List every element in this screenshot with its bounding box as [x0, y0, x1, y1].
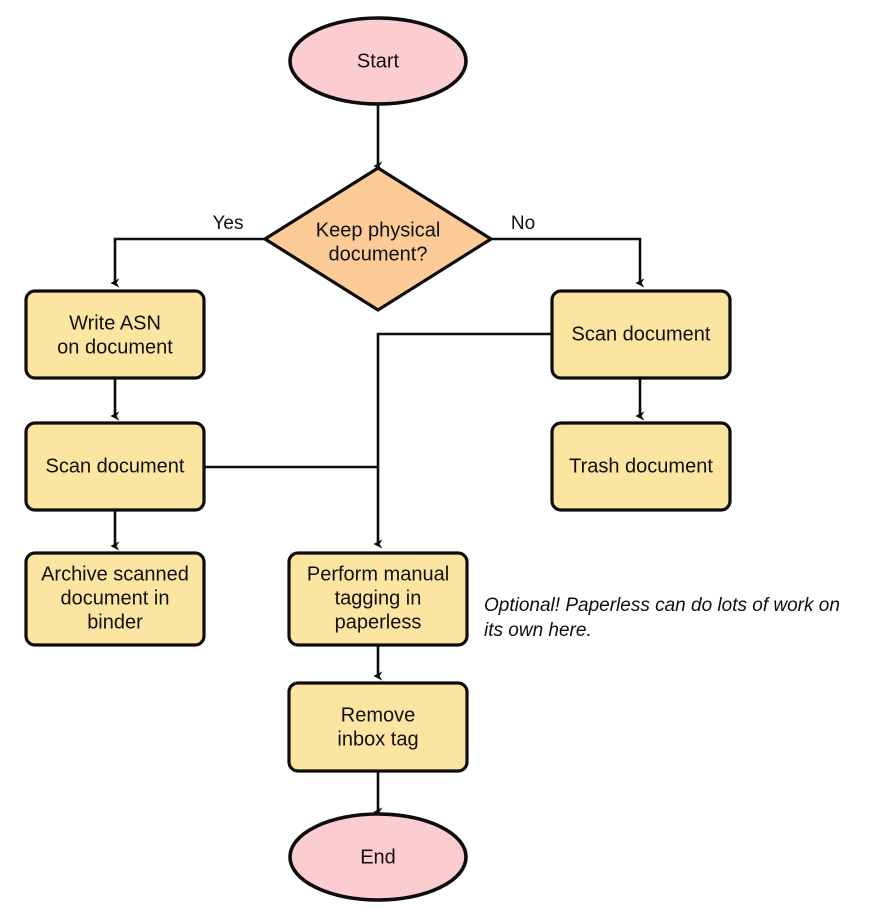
node-manual-tagging-shape — [287, 551, 469, 647]
node-start-shape — [288, 16, 468, 106]
node-manual-tagging[interactable]: Perform manual tagging in paperless — [287, 551, 469, 647]
note-optional-line1: Optional! Paperless can do lots of work … — [484, 595, 840, 616]
node-decision-keep-physical-document[interactable]: Keep physical document? — [263, 166, 493, 312]
node-write-asn-label-line2: on document — [57, 336, 173, 358]
node-scan-document-right-label: Scan document — [572, 323, 711, 345]
node-decision-label-line1: Keep physical — [316, 219, 441, 241]
node-write-asn-shape — [24, 289, 206, 380]
node-end-label: End — [360, 846, 396, 868]
node-scan-document-left-label: Scan document — [46, 455, 185, 477]
node-write-asn[interactable]: Write ASN on document — [24, 289, 206, 380]
edge-label-yes: Yes — [213, 213, 244, 234]
node-manual-tagging-label-line2: tagging in — [335, 587, 422, 609]
node-end-shape — [288, 812, 468, 902]
node-scan-document-right-shape — [550, 289, 732, 380]
node-start[interactable]: Start — [288, 16, 468, 106]
node-decision-shape — [263, 166, 493, 312]
node-trash-document-shape — [550, 421, 732, 512]
node-scan-document-left[interactable]: Scan document — [24, 421, 206, 512]
node-trash-document[interactable]: Trash document — [550, 421, 732, 512]
node-trash-document-label: Trash document — [569, 455, 713, 477]
node-archive-binder-label-line3: binder — [87, 611, 143, 633]
edge-label-no: No — [511, 213, 535, 234]
node-archive-binder-shape — [24, 551, 206, 647]
edge-decision-yes-to-write-asn — [110, 237, 265, 288]
node-remove-inbox-tag-shape — [287, 681, 469, 773]
edge-decision-no-to-scan-right — [491, 237, 645, 288]
node-remove-inbox-tag[interactable]: Remove inbox tag — [287, 681, 469, 773]
node-remove-inbox-tag-label-line1: Remove — [341, 704, 415, 726]
node-archive-binder-label-line1: Archive scanned — [41, 563, 189, 585]
node-decision-label-line2: document? — [329, 243, 428, 265]
node-remove-inbox-tag-label-line2: inbox tag — [337, 728, 418, 750]
note-optional-line2: its own here. — [484, 620, 592, 641]
node-start-label: Start — [357, 50, 400, 72]
node-scan-document-right[interactable]: Scan document — [550, 289, 732, 380]
node-write-asn-label-line1: Write ASN — [69, 312, 161, 334]
edge-scan-right-to-tagging — [373, 332, 552, 549]
node-archive-binder[interactable]: Archive scanned document in binder — [24, 551, 206, 647]
node-manual-tagging-label-line1: Perform manual — [307, 563, 449, 585]
node-scan-document-left-shape — [24, 421, 206, 512]
node-archive-binder-label-line2: document in — [61, 587, 170, 609]
node-manual-tagging-label-line3: paperless — [335, 611, 422, 633]
node-end[interactable]: End — [288, 812, 468, 902]
